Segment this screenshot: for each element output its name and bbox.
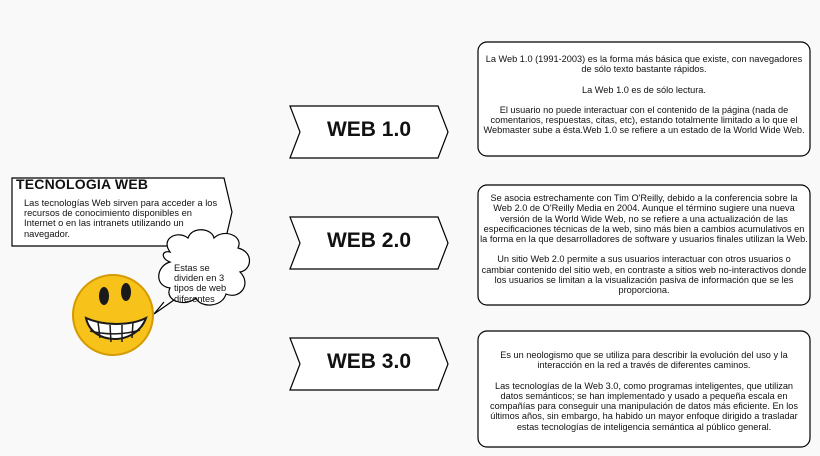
web-3-paragraph: Es un neologismo que se utiliza para des… bbox=[500, 350, 788, 371]
title-card-description: Las tecnologías Web sirven para acceder … bbox=[24, 198, 218, 239]
web-2-arrow bbox=[289, 216, 449, 270]
web-1-paragraph: El usuario no puede interactuar con el c… bbox=[483, 104, 805, 136]
web-2-paragraph: Un sitio Web 2.0 permite a sus usuarios … bbox=[481, 254, 807, 296]
title-card: TECNOLOGIA WEB Las tecnologías Web sirve… bbox=[16, 176, 224, 239]
title-card-shape bbox=[11, 177, 233, 247]
web-1-description: La Web 1.0 (1991-2003) es la forma más b… bbox=[480, 54, 808, 136]
web-1-paragraph: La Web 1.0 (1991-2003) es la forma más b… bbox=[485, 54, 803, 75]
web-2-box bbox=[477, 184, 811, 306]
web-3-paragraph: Las tecnologías de la Web 3.0, como prog… bbox=[490, 380, 798, 432]
web-1-arrow bbox=[289, 105, 449, 159]
web-3-description: Es un neologismo que se utiliza para des… bbox=[484, 350, 804, 432]
web-1-box bbox=[477, 41, 811, 157]
web-1-paragraph: La Web 1.0 es de sólo lectura. bbox=[582, 84, 706, 95]
speech-cloud bbox=[153, 229, 251, 315]
web-1-label: WEB 1.0 bbox=[326, 118, 412, 141]
web-3-box bbox=[477, 330, 811, 448]
web-2-description: Se asocia estrechamente con Tim O'Reilly… bbox=[480, 193, 808, 296]
web-3-label: WEB 3.0 bbox=[326, 350, 412, 373]
grinning-smiley-icon bbox=[72, 274, 154, 356]
title-card-heading: TECNOLOGIA WEB bbox=[16, 176, 149, 192]
speech-bubble-text: Estas se dividen en 3 tipos de web difer… bbox=[174, 263, 227, 304]
web-2-paragraph: Se asocia estrechamente con Tim O'Reilly… bbox=[480, 193, 808, 245]
web-3-arrow bbox=[289, 337, 449, 391]
web-2-label: WEB 2.0 bbox=[326, 229, 412, 252]
